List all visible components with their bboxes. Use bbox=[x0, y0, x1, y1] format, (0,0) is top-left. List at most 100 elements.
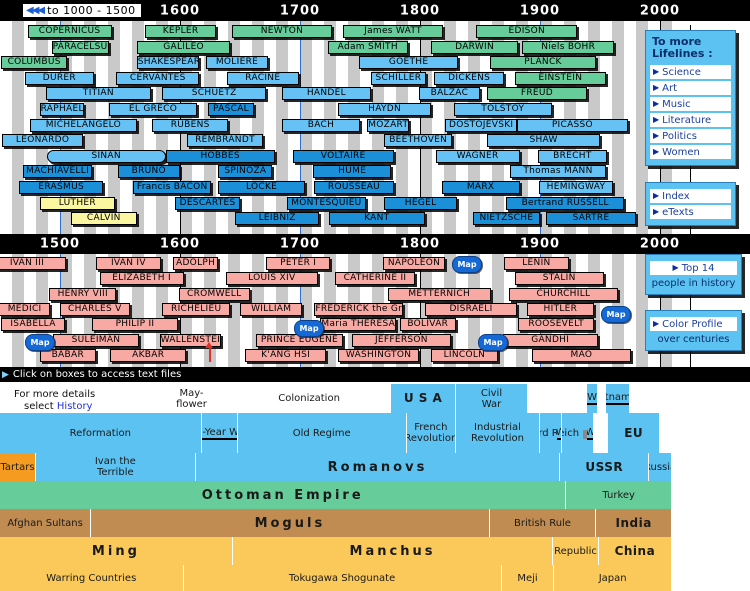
map-button[interactable]: Map bbox=[452, 256, 482, 273]
lifeline-bar[interactable]: PLANCK bbox=[489, 56, 597, 70]
lifeline-bar[interactable]: CERVANTES bbox=[116, 71, 200, 85]
era-cell[interactable]: Ming bbox=[0, 537, 233, 565]
lifeline-bar[interactable]: REMBRANDT bbox=[187, 134, 263, 148]
lifeline-bar[interactable]: LINCOLN bbox=[430, 348, 498, 362]
lifeline-bar[interactable]: GALILEO bbox=[136, 40, 231, 54]
lifeline-bar[interactable]: MAO bbox=[531, 348, 632, 362]
era-cell[interactable]: Turkey bbox=[566, 481, 672, 509]
map-button[interactable]: Map bbox=[294, 320, 324, 337]
era-cell[interactable]: Warring Countries bbox=[0, 565, 184, 591]
lifeline-bar[interactable]: SHAW bbox=[487, 134, 600, 148]
sidebar-item-science[interactable]: ▶Science bbox=[650, 65, 731, 79]
sidebar-item-women[interactable]: ▶Women bbox=[650, 145, 731, 159]
lifeline-bar[interactable]: TOLSTOY bbox=[453, 103, 552, 116]
lifeline-bar[interactable]: DOSTOJEVSKI bbox=[445, 118, 518, 132]
lifeline-bar[interactable]: Niels BOHR bbox=[522, 40, 615, 54]
lifeline-bar[interactable]: WAGNER bbox=[435, 149, 520, 163]
era-cell[interactable]: WW I bbox=[556, 413, 562, 453]
lifeline-bar[interactable]: METTERNICH bbox=[387, 287, 491, 301]
lifeline-bar[interactable]: EDISON bbox=[476, 25, 578, 38]
lifeline-bar[interactable]: JEFFERSON bbox=[351, 333, 452, 347]
lifeline-bar[interactable]: FREUD bbox=[487, 87, 587, 101]
lifeline-bar[interactable]: PETER I bbox=[266, 257, 330, 270]
lifeline-bar[interactable]: PHILIP II bbox=[92, 318, 178, 332]
lifeline-bar[interactable]: EL GRECO bbox=[109, 103, 197, 116]
lifeline-bar[interactable]: EINSTEIN bbox=[514, 71, 606, 85]
lifeline-bar[interactable]: HEGEL bbox=[384, 196, 458, 210]
lifeline-bar[interactable]: RACINE bbox=[226, 71, 299, 85]
lifeline-bar[interactable]: HENRY VIII bbox=[49, 287, 117, 301]
lifeline-bar[interactable]: BEETHOVEN bbox=[384, 134, 453, 148]
lifeline-bar[interactable]: SARTRE bbox=[546, 212, 636, 226]
lifeline-bar[interactable]: HOBBES bbox=[165, 149, 275, 163]
lifeline-bar[interactable]: KEPLER bbox=[145, 25, 216, 38]
sidebar-item-music[interactable]: ▶Music bbox=[650, 97, 731, 111]
lifeline-bar[interactable]: GANDHI bbox=[502, 333, 598, 347]
lifeline-bar[interactable]: NIETZSCHE bbox=[472, 212, 540, 226]
lifeline-bar[interactable]: SCHILLER bbox=[370, 71, 426, 85]
lifeline-bar[interactable]: NAPOLEON bbox=[382, 257, 446, 270]
lifeline-bar[interactable]: CALVIN bbox=[70, 212, 137, 226]
lifeline-bar[interactable]: ISABELLA bbox=[1, 318, 65, 332]
lifeline-bar[interactable]: LEIBNIZ bbox=[235, 212, 320, 226]
lifeline-bar[interactable]: ROOSEVELT bbox=[518, 318, 594, 332]
color-profile-link[interactable]: ▶ Color Profile bbox=[650, 317, 737, 331]
lifeline-bar[interactable]: WILLIAM bbox=[240, 302, 303, 316]
back-nav-button[interactable]: ◀◀◀ to 1000 - 1500 bbox=[22, 3, 142, 18]
map-button[interactable]: Map bbox=[601, 306, 631, 323]
lifeline-bar[interactable]: PICASSO bbox=[517, 118, 628, 132]
era-cell[interactable]: 30-Year War bbox=[201, 413, 238, 453]
lifeline-bar[interactable]: STALIN bbox=[514, 272, 604, 286]
lifeline-bar[interactable]: FREDERICK the Great bbox=[314, 302, 404, 316]
era-cell[interactable]: WW II bbox=[586, 384, 598, 413]
lifeline-bar[interactable]: WASHINGTON bbox=[338, 348, 419, 362]
map-button[interactable]: Map bbox=[478, 334, 508, 351]
era-cell[interactable]: U S A bbox=[391, 384, 456, 413]
lifeline-bar[interactable]: James WATT bbox=[343, 25, 443, 38]
lifeline-bar[interactable]: Maria THERESA bbox=[320, 318, 396, 332]
sidebar-item-literature[interactable]: ▶Literature bbox=[650, 113, 731, 127]
lifeline-bar[interactable]: Thomas MANN bbox=[510, 165, 606, 179]
lifeline-bar[interactable]: ELIZABETH I bbox=[99, 272, 184, 286]
lifeline-bar[interactable]: RUBENS bbox=[152, 118, 228, 132]
lifeline-bar[interactable]: DURER bbox=[25, 71, 94, 85]
lifeline-bar[interactable]: ADOLPH bbox=[172, 257, 219, 270]
era-cell[interactable]: WW II bbox=[586, 413, 594, 453]
lifeline-bar[interactable]: MARX bbox=[441, 181, 520, 194]
era-cell[interactable]: USSR bbox=[560, 453, 650, 481]
lifeline-bar[interactable]: HANDEL bbox=[282, 87, 371, 101]
lifeline-bar[interactable]: LEONARDO bbox=[2, 134, 83, 148]
lifeline-bar[interactable]: DICKENS bbox=[434, 71, 504, 85]
era-cell[interactable]: Afghan Sultans bbox=[0, 509, 92, 537]
lifeline-bar[interactable]: LOCKE bbox=[218, 181, 305, 194]
era-cell[interactable]: China bbox=[598, 537, 672, 565]
era-cell[interactable]: May-flower bbox=[156, 384, 228, 413]
era-cell[interactable]: Manchus bbox=[232, 537, 554, 565]
era-cell[interactable]: Tartars bbox=[0, 453, 36, 481]
era-cell[interactable]: Vietnam W. bbox=[606, 384, 630, 413]
top14-link[interactable]: ▶ Top 14 bbox=[650, 261, 737, 275]
sidebar-item-politics[interactable]: ▶Politics bbox=[650, 129, 731, 143]
sidebar-item-etexts[interactable]: ▶eTexts bbox=[650, 205, 731, 219]
lifeline-bar[interactable]: HAYDN bbox=[338, 103, 431, 116]
lifeline-bar[interactable]: BOLIVAR bbox=[399, 318, 456, 332]
lifeline-bar[interactable]: GOETHE bbox=[358, 56, 459, 70]
era-cell[interactable]: British Rule bbox=[489, 509, 597, 537]
lifeline-bar[interactable]: MACHIAVELLI bbox=[22, 165, 93, 179]
lifeline-bar[interactable]: CROMWELL bbox=[178, 287, 250, 301]
era-cell[interactable]: Meji bbox=[501, 565, 555, 591]
lifeline-bar[interactable]: MEDICI bbox=[0, 302, 51, 316]
era-cell[interactable]: Ottoman Empire bbox=[0, 481, 567, 509]
lifeline-bar[interactable]: SULEIMAN bbox=[52, 333, 140, 347]
lifeline-bar[interactable]: PARACELSUS bbox=[51, 40, 110, 54]
lifeline-bar[interactable]: HITLER bbox=[526, 302, 594, 316]
era-cell[interactable]: Moguls bbox=[91, 509, 490, 537]
era-cell[interactable]: EU bbox=[608, 413, 660, 453]
history-link[interactable]: History bbox=[56, 401, 93, 412]
lifeline-bar[interactable]: SINAN bbox=[46, 149, 166, 163]
lifeline-bar[interactable]: COPERNICUS bbox=[27, 25, 112, 38]
lifeline-bar[interactable]: MOLIERE bbox=[206, 56, 268, 70]
